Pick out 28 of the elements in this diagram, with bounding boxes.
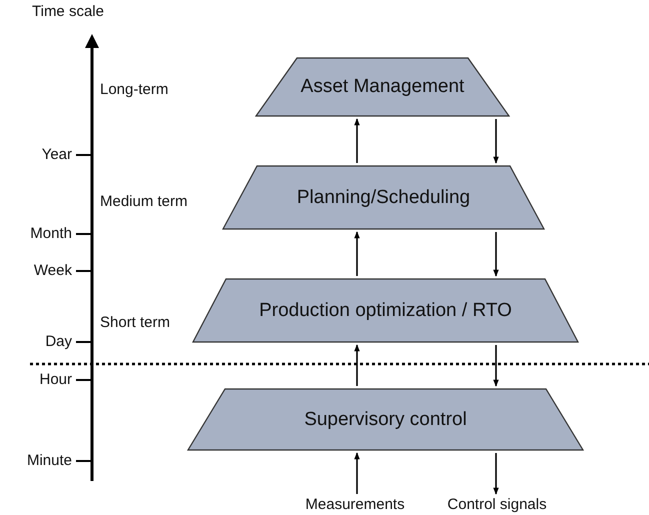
level-trapezoid (192, 278, 579, 343)
term-label: Short term (100, 314, 170, 331)
arrow (354, 118, 360, 163)
arrow (493, 232, 499, 277)
arrow (354, 231, 360, 276)
tick-label: Hour (39, 371, 72, 388)
level-label: Supervisory control (303, 408, 468, 430)
term-label: Long-term (100, 81, 168, 98)
level-trapezoid (255, 57, 510, 117)
level-label: Asset Management (300, 76, 466, 98)
tick-label: Minute (26, 452, 72, 469)
tick-label: Year (42, 146, 72, 163)
arrow (493, 453, 499, 495)
axis-title: Time scale (32, 3, 104, 20)
signal-label: Control signals (440, 496, 554, 514)
tick-label: Week (34, 262, 72, 279)
signal-label: Measurements (300, 496, 410, 514)
level-label: Production optimization / RTO (258, 300, 513, 322)
arrow (493, 119, 499, 164)
level-trapezoid (187, 388, 584, 451)
tick-label: Day (45, 333, 72, 350)
term-label: Medium term (100, 193, 188, 210)
level-trapezoid (222, 165, 545, 230)
tick-label: Month (30, 225, 72, 242)
level-label: Planning/Scheduling (296, 186, 472, 208)
arrow (354, 452, 360, 494)
arrow (354, 344, 360, 386)
arrow (493, 345, 499, 387)
